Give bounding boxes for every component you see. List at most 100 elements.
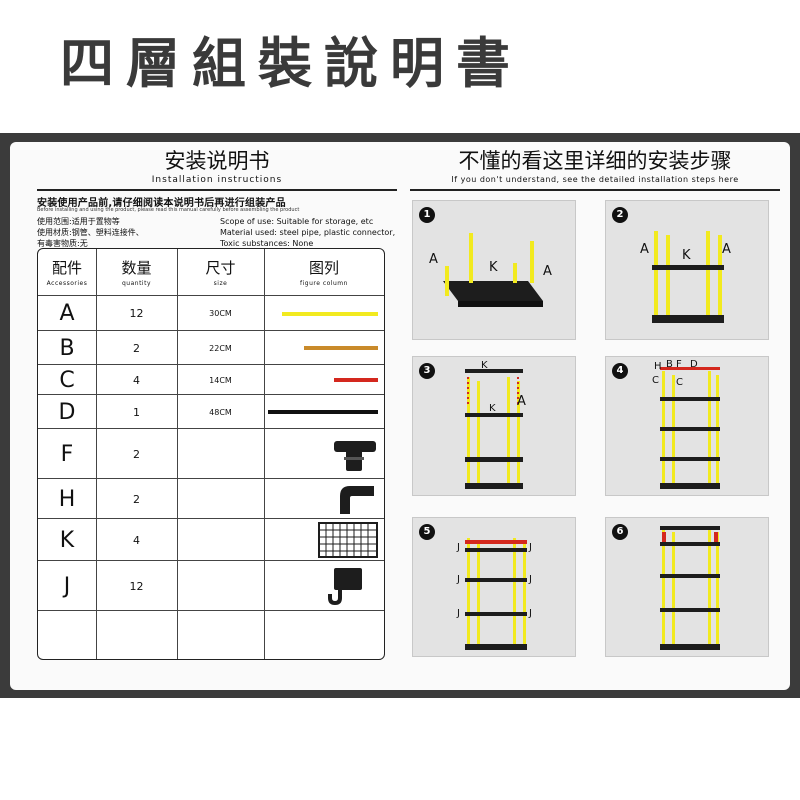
step-2-label: A — [640, 242, 649, 257]
divider — [410, 189, 780, 191]
material-en: Material used: steel pipe, plastic conne… — [220, 228, 396, 237]
part-letter: J — [63, 573, 71, 599]
part-qty: 1 — [133, 405, 140, 419]
part-letter: K — [59, 527, 75, 553]
step-4-label: C — [652, 375, 659, 386]
toxic-en: Toxic substances: None — [220, 239, 314, 248]
header-qty: 数量 — [121, 259, 152, 277]
header-size: 尺寸 — [205, 259, 236, 277]
step-number: 2 — [612, 207, 628, 223]
step-5-label: J — [528, 542, 532, 553]
step-5-label: J — [528, 574, 532, 585]
part-letter: F — [60, 441, 74, 467]
brown-pole-b — [304, 346, 378, 350]
part-size: 22CM — [209, 343, 232, 353]
material-cn: 使用材质:钢管、塑料连接件、 — [37, 228, 144, 237]
step-2-illustration: A K A — [640, 231, 731, 323]
step-2-panel: 2 A K A — [605, 200, 769, 340]
step-4-panel: 4 H B F D C C — [605, 356, 769, 496]
step-3-label: A — [517, 394, 526, 409]
divider — [37, 189, 397, 191]
manual-subtitle: Installation instructions — [151, 175, 283, 185]
step-2-label: A — [722, 242, 731, 257]
step-4-illustration: H B F D C C — [652, 359, 720, 489]
step-3-label: K — [489, 403, 496, 414]
step-4-label: D — [690, 359, 698, 370]
parts-panel: 安装说明书 Installation instructions 安装使用产品前,… — [37, 146, 397, 661]
header-part: 配件 — [51, 259, 82, 277]
part-letter: A — [59, 301, 75, 326]
step-6-panel: 6 — [605, 517, 769, 657]
part-letter: H — [58, 486, 76, 512]
table-row: C 4 14CM — [38, 364, 384, 395]
step-1-label: A — [543, 264, 552, 279]
table-row: D 1 48CM — [38, 394, 384, 429]
step-5-label: J — [456, 542, 460, 553]
part-qty: 12 — [129, 307, 144, 320]
step-5-label: J — [456, 574, 460, 585]
step-2-label: K — [682, 248, 691, 263]
tee-connector-icon — [334, 441, 376, 471]
step-5-illustration: J J J J J J — [456, 538, 532, 650]
scope-cn: 使用范围:适用于置物等 — [37, 217, 120, 226]
step-3-label: K — [481, 360, 488, 371]
col-divider — [96, 249, 97, 659]
toxic-cn: 有毒害物质:无 — [37, 239, 88, 248]
part-size — [177, 519, 264, 561]
scope-en: Scope of use: Suitable for storage, etc — [220, 217, 374, 226]
header-qty-sub: quantity — [121, 280, 151, 287]
table-row: J 12 — [38, 560, 384, 611]
step-3-illustration: K K A — [465, 360, 526, 489]
part-qty: 2 — [133, 492, 140, 506]
part-size: 30CM — [209, 309, 232, 318]
part-qty: 2 — [133, 341, 140, 355]
intro-text-en: Before installing and using the product,… — [37, 207, 300, 213]
part-qty: 12 — [129, 579, 144, 593]
table-row: F 2 — [38, 428, 384, 479]
page-title: 四層組裝說明書 — [60, 32, 522, 95]
step-number: 5 — [419, 524, 435, 540]
part-size: 48CM — [209, 407, 232, 417]
black-pole-d — [268, 410, 378, 414]
part-qty: 2 — [133, 447, 140, 461]
step-number: 1 — [419, 207, 435, 223]
part-letter: D — [58, 399, 76, 425]
step-5-label: J — [528, 608, 532, 619]
table-row: K 4 — [38, 518, 384, 561]
col-divider — [177, 249, 178, 659]
table-row: A 12 30CM — [38, 295, 384, 331]
table-header: 配件 Accessories 数量 quantity 尺寸 size 图列 fi… — [38, 249, 384, 295]
step-1-label: A — [429, 252, 438, 267]
step-4-label: H — [654, 361, 662, 372]
step-5-label: J — [456, 608, 460, 619]
part-qty: 4 — [133, 373, 140, 387]
table-row-empty — [38, 610, 384, 659]
header-part-sub: Accessories — [46, 280, 88, 287]
step-1-illustration: A K A — [429, 233, 552, 307]
part-size: 14CM — [209, 375, 232, 385]
steps-title: 不懂的看这里详细的安装步骤 — [458, 149, 732, 173]
table-row: B 2 22CM — [38, 330, 384, 365]
step-1-panel: 1 A K A — [412, 200, 576, 340]
header-figure-sub: figure column — [300, 280, 348, 287]
part-size — [177, 479, 264, 519]
step-4-label: F — [676, 359, 682, 370]
part-size — [177, 429, 264, 479]
step-number: 3 — [419, 363, 435, 379]
table-row: H 2 — [38, 478, 384, 519]
step-number: 6 — [612, 524, 628, 540]
part-size — [177, 561, 264, 611]
yellow-pole-a — [282, 312, 378, 316]
step-4-label: C — [676, 377, 683, 388]
hook-icon — [328, 568, 362, 606]
step-1-label: K — [489, 260, 498, 275]
parts-table: 配件 Accessories 数量 quantity 尺寸 size 图列 fi… — [37, 248, 385, 660]
step-6-illustration — [660, 526, 720, 650]
spec-en: Scope of use: Suitable for storage, etc … — [220, 216, 395, 249]
part-letter: C — [59, 367, 75, 393]
spec-cn: 使用范围:适用于置物等 使用材质:钢管、塑料连接件、 有毒害物质:无 — [37, 216, 144, 249]
steps-subtitle: If you don't understand, see the detaile… — [451, 175, 739, 184]
manual-title: 安装说明书 — [164, 149, 270, 173]
step-number: 4 — [612, 363, 628, 379]
intro-text-cn: 安装使用产品前,请仔细阅读本说明书后再进行组装产品 — [37, 198, 286, 209]
